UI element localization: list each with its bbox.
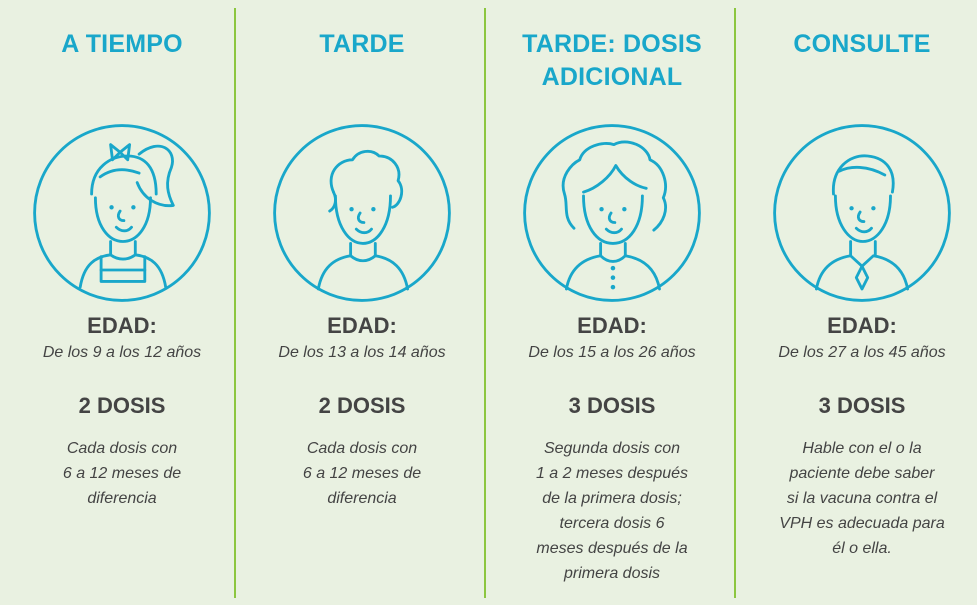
woman-avatar-icon: [517, 118, 707, 308]
edad-label: EDAD:: [577, 313, 647, 338]
dose-count: 3 DOSIS: [818, 393, 906, 418]
dose-description: Segunda dosis con 1 a 2 meses después de…: [535, 440, 689, 582]
dose-count: 2 DOSIS: [318, 393, 406, 418]
column-divider: [484, 8, 486, 598]
column-title: TARDE: DOSIS ADICIONAL: [522, 30, 702, 91]
age-range: De los 27 a los 45 años: [778, 344, 946, 361]
column-a-tiempo: A TIEMPO: [0, 0, 244, 605]
dose-description: Hable con el o la paciente debe saber si…: [779, 440, 945, 557]
age-range: De los 13 a los 14 años: [278, 344, 446, 361]
edad-label: EDAD:: [327, 313, 397, 338]
age-range: De los 15 a los 26 años: [528, 344, 696, 361]
dose-count: 2 DOSIS: [78, 393, 166, 418]
column-tarde: TARDE EDAD: De los 13 a los 14 años 2 DO…: [240, 0, 484, 605]
column-title: CONSULTE: [793, 30, 931, 58]
column-divider: [734, 8, 736, 598]
age-range: De los 9 a los 12 años: [42, 344, 202, 361]
column-consulte: CONSULTE EDAD: De los 27 a los 45: [740, 0, 977, 605]
man-avatar-icon: [767, 118, 957, 308]
dose-count: 3 DOSIS: [568, 393, 656, 418]
boy-avatar-icon: [267, 118, 457, 308]
column-title: A TIEMPO: [61, 30, 183, 58]
edad-label: EDAD:: [827, 313, 897, 338]
column-title: TARDE: [319, 30, 405, 58]
girl-avatar-icon: [27, 118, 217, 308]
column-divider: [234, 8, 236, 598]
dose-description: Cada dosis con 6 a 12 meses de diferenci…: [302, 440, 422, 507]
edad-label: EDAD:: [87, 313, 157, 338]
column-tarde-dosis-adicional: TARDE: DOSIS ADICIONAL EDAD:: [490, 0, 734, 605]
dose-description: Cada dosis con 6 a 12 meses de diferenci…: [62, 440, 182, 507]
